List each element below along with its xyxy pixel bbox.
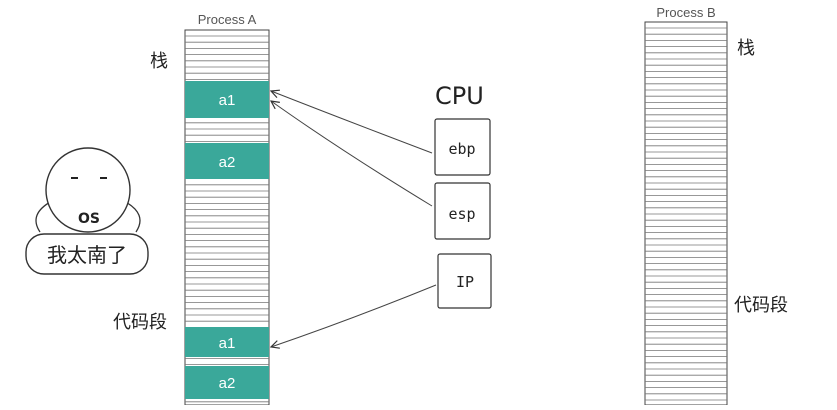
esp-pointer-arrow: [271, 101, 433, 207]
process-b-rows: [645, 27, 727, 401]
register-ip-label: IP: [456, 273, 474, 291]
register-ebp-box: [434, 118, 491, 176]
os-character-caption: 我太南了: [47, 243, 127, 267]
cpu-title: CPU: [435, 82, 484, 110]
process-a-title: Process A: [198, 12, 257, 27]
block-a2-stack-label: a2: [219, 154, 236, 171]
process-a-stack-label: 栈: [150, 51, 168, 72]
register-esp-label: esp: [448, 205, 475, 223]
process-b-memory-box: [644, 21, 728, 406]
process-b-title: Process B: [656, 5, 715, 20]
ebp-pointer-arrow: [271, 91, 433, 154]
process-b-stack-label: 栈: [737, 38, 755, 59]
os-character-sign: [25, 233, 149, 275]
process-a-code-label: 代码段: [113, 312, 167, 333]
register-ebp-label: ebp: [448, 140, 475, 158]
os-character: OS 我太南了: [25, 147, 149, 275]
block-a1-code: [185, 327, 269, 357]
block-a2-code: [185, 366, 269, 399]
block-a1-stack: [185, 81, 269, 118]
os-character-label: OS: [78, 211, 100, 227]
register-ip-box: [437, 253, 492, 309]
block-a1-code-label: a1: [219, 335, 236, 352]
block-a1-stack-label: a1: [219, 92, 236, 109]
process-a-column: Process A a1 a2 a1 a2 栈 代码段: [113, 12, 270, 406]
ip-pointer-arrow: [271, 284, 437, 347]
block-a2-stack: [185, 143, 269, 179]
register-esp-box: [434, 182, 491, 240]
process-b-code-label: 代码段: [734, 295, 788, 316]
pointer-arrows: [271, 91, 437, 347]
os-character-face: [45, 147, 131, 233]
block-a2-code-label: a2: [219, 375, 236, 392]
process-b-column: Process B 栈 代码段: [644, 5, 788, 406]
cpu-group: CPU ebp esp IP: [434, 82, 492, 309]
